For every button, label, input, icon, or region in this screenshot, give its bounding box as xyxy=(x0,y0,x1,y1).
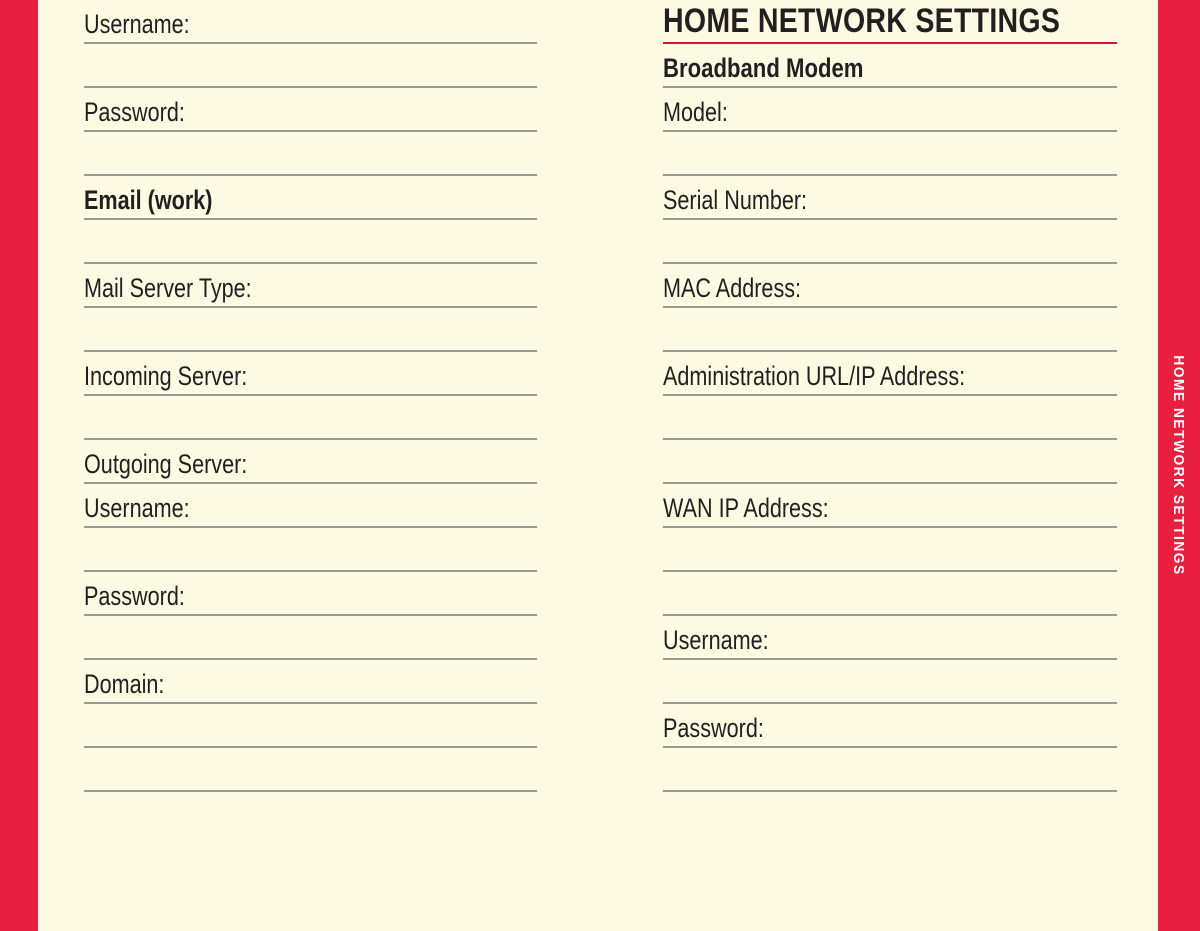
field-row-email-work[interactable]: Email (work) xyxy=(84,176,537,220)
field-label: Password: xyxy=(663,713,764,743)
field-label: MAC Address: xyxy=(663,273,802,303)
field-row-home-network-settings[interactable]: HOME NETWORK SETTINGS xyxy=(663,0,1117,44)
write-in-line[interactable] xyxy=(663,440,1117,484)
field-group-heading: Email (work) xyxy=(84,185,213,215)
write-in-line[interactable] xyxy=(663,748,1117,792)
field-row-password[interactable]: Password: xyxy=(84,88,537,132)
write-in-line[interactable] xyxy=(84,220,537,264)
field-row-incoming-server[interactable]: Incoming Server: xyxy=(84,352,537,396)
left-red-margin-band xyxy=(0,0,38,931)
write-in-line[interactable] xyxy=(84,704,537,748)
write-in-line[interactable] xyxy=(663,132,1117,176)
field-row-username[interactable]: Username: xyxy=(84,484,537,528)
field-row-outgoing-server[interactable]: Outgoing Server: xyxy=(84,440,537,484)
left-form-column: Username: Password: Email (work) Mail Serve… xyxy=(84,0,537,836)
field-row-wan-ip-address[interactable]: WAN IP Address: xyxy=(663,484,1117,528)
field-label: Username: xyxy=(84,493,190,523)
write-in-line[interactable] xyxy=(663,528,1117,572)
write-in-line[interactable] xyxy=(84,792,537,836)
field-label: Mail Server Type: xyxy=(84,273,252,303)
right-red-tab-band xyxy=(1158,0,1200,931)
write-in-line[interactable] xyxy=(84,396,537,440)
field-label: Username: xyxy=(84,9,190,39)
field-row-model[interactable]: Model: xyxy=(663,88,1117,132)
field-row-domain[interactable]: Domain: xyxy=(84,660,537,704)
field-label: Password: xyxy=(84,97,185,127)
field-label: Serial Number: xyxy=(663,185,808,215)
write-in-line[interactable] xyxy=(663,308,1117,352)
write-in-line[interactable] xyxy=(663,572,1117,616)
field-label: Domain: xyxy=(84,669,165,699)
write-in-line[interactable] xyxy=(84,616,537,660)
page-title: HOME NETWORK SETTINGS xyxy=(663,2,1061,40)
field-row-username[interactable]: Username: xyxy=(84,0,537,44)
write-in-line[interactable] xyxy=(663,396,1117,440)
field-group-heading: Broadband Modem xyxy=(663,53,864,83)
field-label: Model: xyxy=(663,97,728,127)
field-label: Outgoing Server: xyxy=(84,449,248,479)
field-row-username[interactable]: Username: xyxy=(663,616,1117,660)
field-label: Username: xyxy=(663,625,769,655)
field-label: Password: xyxy=(84,581,185,611)
field-label: WAN IP Address: xyxy=(663,493,829,523)
write-in-line[interactable] xyxy=(84,44,537,88)
field-label: Administration URL/IP Address: xyxy=(663,361,966,391)
write-in-line[interactable] xyxy=(663,792,1117,836)
field-row-password[interactable]: Password: xyxy=(663,704,1117,748)
write-in-line[interactable] xyxy=(84,308,537,352)
write-in-line[interactable] xyxy=(84,748,537,792)
field-label: Incoming Server: xyxy=(84,361,248,391)
write-in-line[interactable] xyxy=(84,132,537,176)
field-row-password[interactable]: Password: xyxy=(84,572,537,616)
field-row-mac-address[interactable]: MAC Address: xyxy=(663,264,1117,308)
field-row-serial-number[interactable]: Serial Number: xyxy=(663,176,1117,220)
write-in-line[interactable] xyxy=(663,660,1117,704)
field-row-mail-server-type[interactable]: Mail Server Type: xyxy=(84,264,537,308)
field-row-broadband-modem[interactable]: Broadband Modem xyxy=(663,44,1117,88)
field-row-administration-url-ip-address[interactable]: Administration URL/IP Address: xyxy=(663,352,1117,396)
write-in-line[interactable] xyxy=(84,528,537,572)
write-in-line[interactable] xyxy=(663,220,1117,264)
